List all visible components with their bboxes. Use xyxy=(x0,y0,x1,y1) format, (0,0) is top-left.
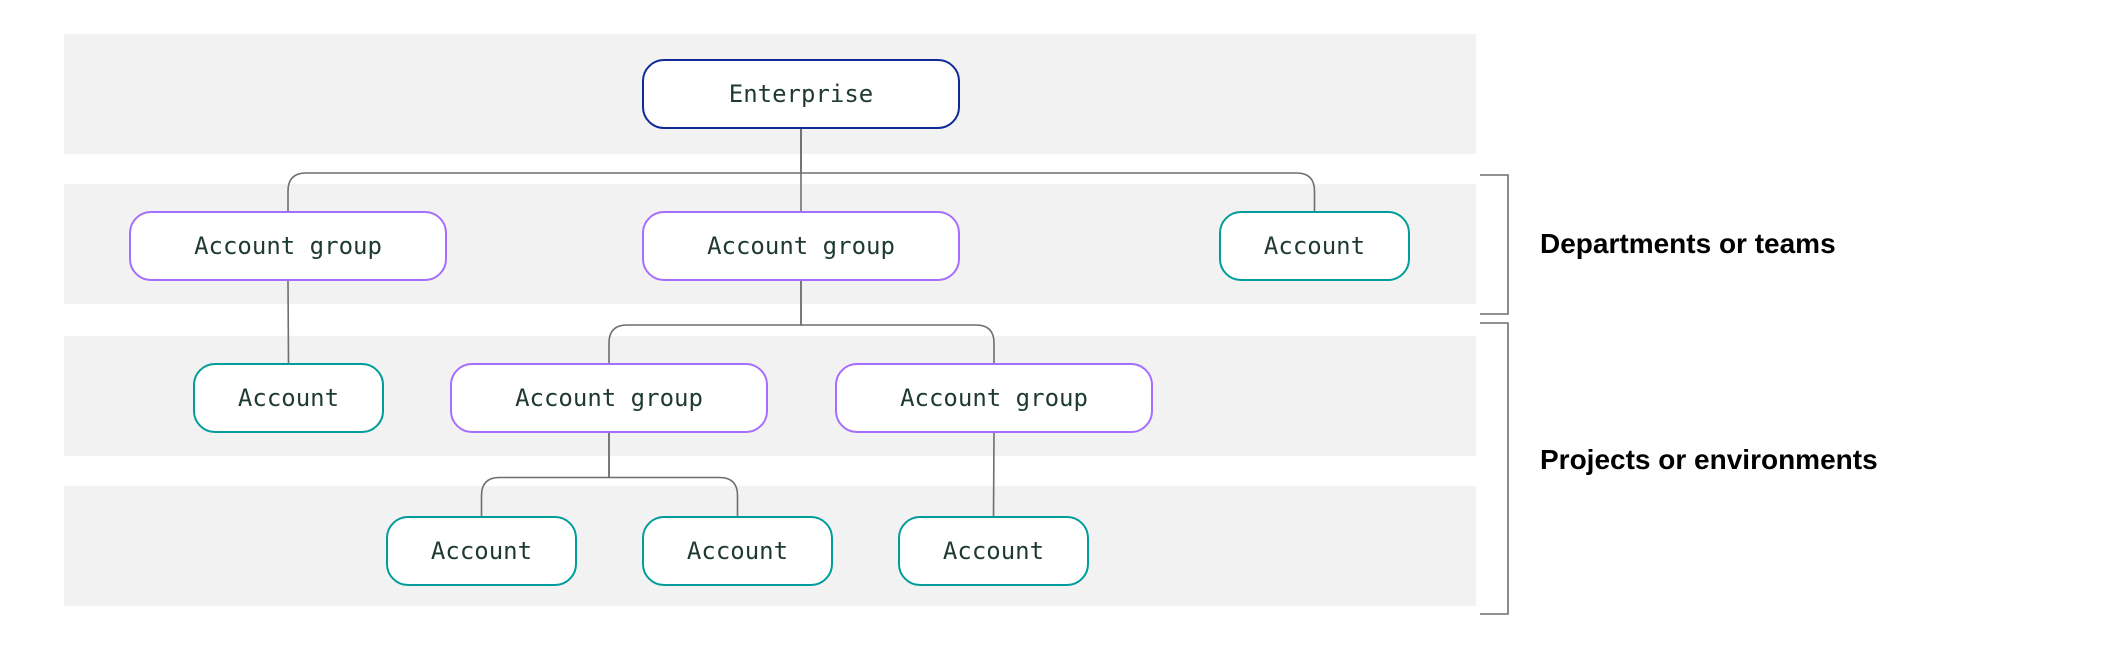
connector-line xyxy=(287,280,290,364)
projects-bracket xyxy=(1480,322,1509,615)
connector-line xyxy=(287,129,802,211)
account-node[interactable]: Account xyxy=(386,516,577,586)
account-group-node[interactable]: Account group xyxy=(835,363,1153,433)
projects-or-environments-label: Projects or environments xyxy=(1540,444,1878,475)
connector-line xyxy=(608,281,802,363)
account-group-node[interactable]: Account group xyxy=(129,211,447,281)
connector-line xyxy=(800,281,995,363)
connector-line xyxy=(800,129,1316,211)
account-group-node[interactable]: Account group xyxy=(642,211,960,281)
account-node[interactable]: Account xyxy=(642,516,833,586)
account-node[interactable]: Account xyxy=(898,516,1089,586)
connector-line xyxy=(608,433,739,516)
account-node[interactable]: Account xyxy=(1219,211,1410,281)
connector-line xyxy=(480,433,610,516)
departments-or-teams-label: Departments or teams xyxy=(1540,228,1836,259)
departments-bracket xyxy=(1480,174,1509,315)
account-node[interactable]: Account xyxy=(193,363,384,433)
enterprise-node[interactable]: Enterprise xyxy=(642,59,960,129)
connector-line xyxy=(992,432,995,517)
account-group-node[interactable]: Account group xyxy=(450,363,768,433)
